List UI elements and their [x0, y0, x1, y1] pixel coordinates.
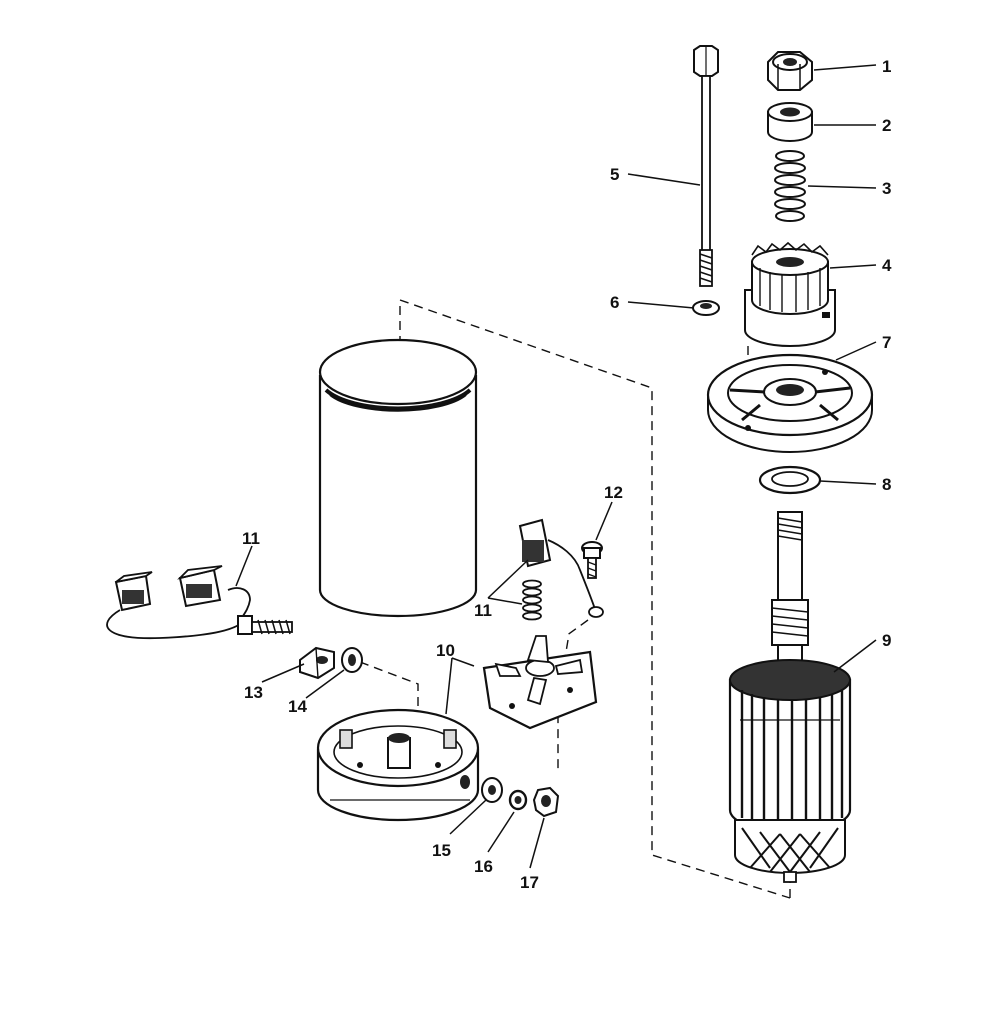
callout-5: 5: [610, 165, 619, 184]
callout-11-left: 11: [242, 529, 260, 548]
callout-10: 10: [436, 641, 455, 660]
callout-3: 3: [882, 179, 891, 198]
callout-7: 7: [882, 333, 891, 352]
part-hex-nut: [767, 51, 813, 91]
part-hex-nut-17: [532, 786, 560, 818]
part-armature: [728, 511, 852, 883]
callout-4: 4: [882, 256, 892, 275]
leader-lines: [235, 64, 877, 869]
part-drive-end-cap: [706, 353, 874, 453]
part-lock-washer-16: [508, 789, 528, 811]
callout-2: 2: [882, 116, 891, 135]
callout-12: 12: [604, 483, 623, 502]
callout-14: 14: [288, 697, 307, 716]
part-brush-spring-pair: [518, 518, 604, 621]
part-frame-housing: [318, 338, 478, 618]
callout-16: 16: [474, 857, 493, 876]
part-pinion-gear: [744, 241, 836, 347]
callout-17: 17: [520, 873, 539, 892]
part-screw: [581, 541, 603, 579]
part-flat-washer-15: [481, 777, 503, 803]
callout-15: 15: [432, 841, 451, 860]
callout-6: 6: [610, 293, 619, 312]
part-through-bolt: [693, 45, 719, 287]
part-spacer-ring: [767, 102, 813, 142]
part-spring: [774, 150, 806, 222]
callout-9: 9: [882, 631, 891, 650]
part-brush-holder-plate: [482, 635, 598, 730]
part-washer-14: [341, 647, 363, 673]
part-terminal-insulator: [299, 646, 335, 680]
part-commutator-end-cap: [316, 708, 480, 822]
part-brush-lead-assembly: [106, 565, 293, 640]
callout-1: 1: [882, 57, 891, 76]
part-lock-washer: [692, 300, 720, 316]
callout-11-right: 11: [474, 601, 492, 620]
callout-13: 13: [244, 683, 263, 702]
callout-labels: 1 2 3 4 5 6 7 8 9 10 11 11 12 13 14 15 1…: [242, 57, 892, 892]
callout-8: 8: [882, 475, 891, 494]
part-thrust-washer: [758, 465, 822, 495]
